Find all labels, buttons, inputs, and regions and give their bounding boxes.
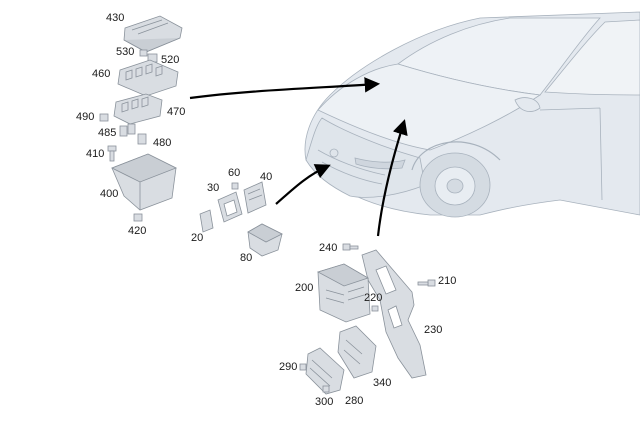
- arrows: [189, 77, 408, 237]
- label-470: 470: [167, 106, 186, 118]
- part-530-clip: [139, 49, 148, 57]
- label-340: 340: [373, 377, 392, 389]
- label-420: 420: [128, 225, 147, 237]
- label-30: 30: [207, 182, 220, 194]
- label-430: 430: [106, 12, 125, 24]
- label-400: 400: [100, 188, 119, 200]
- part-400-housing: [111, 153, 177, 211]
- label-230: 230: [424, 324, 443, 336]
- part-420-plug: [133, 213, 143, 222]
- label-490: 490: [76, 111, 95, 123]
- part-20-module: [199, 209, 214, 233]
- label-20: 20: [191, 232, 204, 244]
- part-30-bracket: [217, 191, 243, 223]
- label-530: 530: [116, 46, 135, 58]
- label-480: 480: [153, 137, 172, 149]
- arrow-fusebox-to-hood: [189, 77, 381, 100]
- arrow-bracket-to-body: [376, 119, 408, 237]
- label-240: 240: [319, 242, 338, 254]
- label-460: 460: [92, 68, 111, 80]
- part-200-module: [316, 263, 371, 323]
- label-290: 290: [279, 361, 298, 373]
- part-480-connector: [137, 133, 147, 145]
- label-40: 40: [260, 171, 273, 183]
- label-210: 210: [438, 275, 457, 287]
- label-220: 220: [364, 292, 383, 304]
- part-290-clip: [299, 363, 307, 371]
- label-280: 280: [345, 395, 364, 407]
- part-240-bolt: [342, 243, 359, 251]
- part-460-fuse-carrier: [117, 59, 179, 97]
- part-470-fuse-carrier: [113, 93, 163, 125]
- label-485: 485: [98, 127, 117, 139]
- part-60-clip: [231, 182, 239, 190]
- part-280-module: [305, 347, 345, 395]
- part-40-module: [243, 181, 267, 214]
- arrow-modules-to-front: [275, 164, 331, 205]
- label-300: 300: [315, 396, 334, 408]
- part-485-connectors: [119, 123, 136, 137]
- label-80: 80: [240, 252, 253, 264]
- part-210-bolt: [417, 279, 436, 287]
- part-410-screw: [107, 145, 117, 162]
- label-60: 60: [228, 167, 241, 179]
- part-340-module: [337, 325, 377, 379]
- part-490-connector: [99, 113, 109, 122]
- label-520: 520: [161, 54, 180, 66]
- part-80-control-unit: [247, 223, 283, 257]
- part-220-nut: [371, 305, 379, 312]
- part-300-clip: [322, 385, 330, 393]
- part-230-bracket: [361, 249, 427, 379]
- label-200: 200: [295, 282, 314, 294]
- vehicle-illustration: [304, 11, 640, 218]
- label-410: 410: [86, 148, 105, 160]
